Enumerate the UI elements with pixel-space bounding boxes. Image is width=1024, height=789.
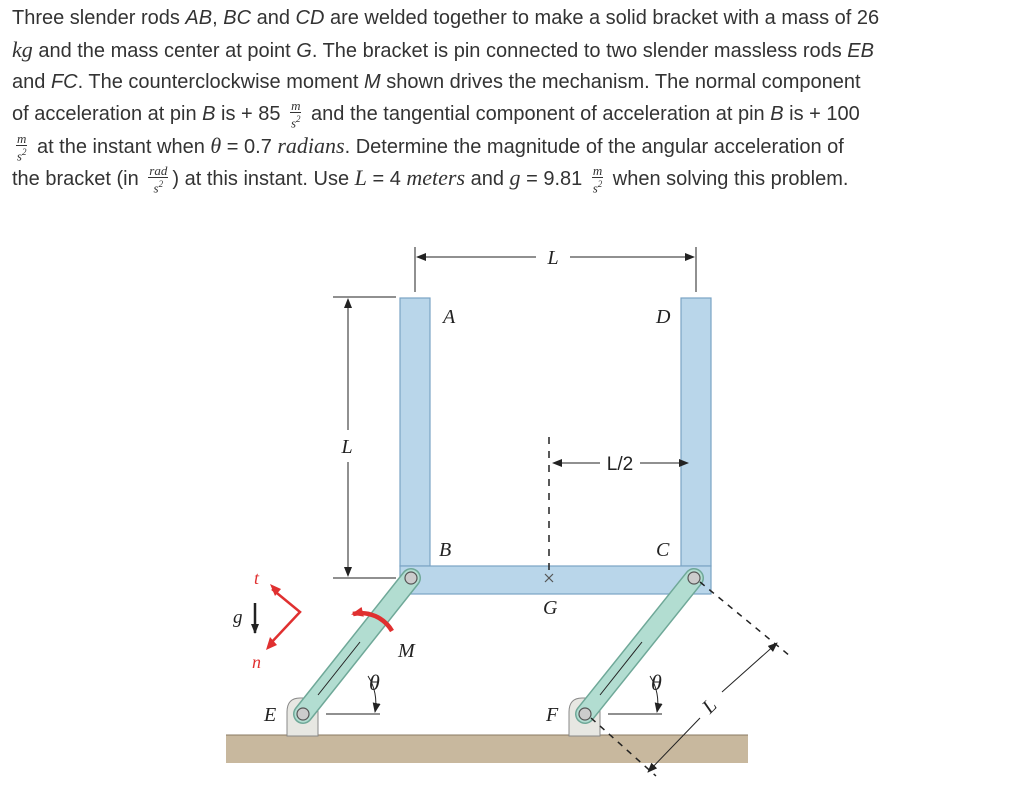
label-b: B bbox=[439, 539, 451, 561]
n-arrowhead bbox=[266, 637, 277, 650]
label-theta-left: θ bbox=[369, 670, 380, 695]
label-a: A bbox=[441, 306, 456, 328]
fraction-numerator: rad bbox=[148, 163, 169, 179]
text: at the instant when bbox=[31, 136, 211, 158]
problem-statement: Three slender rods AB, BC and CD are wel… bbox=[12, 2, 1012, 195]
link-centerline-right bbox=[599, 641, 643, 696]
label-l-diag: L bbox=[697, 695, 721, 719]
text: = 4 bbox=[366, 168, 407, 190]
label-c: C bbox=[656, 539, 670, 561]
text: is + 85 bbox=[215, 103, 287, 125]
text: = 9.81 bbox=[520, 168, 588, 190]
text: of acceleration at pin bbox=[12, 103, 203, 125]
fraction-numerator: m bbox=[290, 98, 302, 114]
text: and bbox=[251, 7, 296, 29]
rod-bc-label: BC bbox=[223, 7, 252, 29]
label-l-half: L/2 bbox=[607, 454, 633, 475]
link-centerline-left bbox=[317, 641, 361, 696]
label-g-gravity: g bbox=[233, 607, 243, 628]
text: and the tangential component of accelera… bbox=[305, 103, 771, 125]
symbol-g: g bbox=[509, 165, 521, 190]
pin-b bbox=[404, 571, 418, 585]
pin-b-label: B bbox=[202, 103, 216, 125]
fraction-denominator: s2 bbox=[153, 179, 164, 196]
diag-dim-line-up bbox=[721, 642, 778, 693]
theta-arc-right bbox=[649, 675, 663, 713]
problem-line-1: Three slender rods AB, BC and CD are wel… bbox=[12, 2, 1012, 34]
text: and the mass center at point bbox=[32, 40, 297, 62]
label-l-left: L bbox=[340, 436, 352, 458]
diag-dim-line-down bbox=[647, 717, 701, 773]
text: = 0.7 bbox=[221, 136, 278, 158]
label-d: D bbox=[655, 306, 671, 328]
text: . Determine the magnitude of the angular… bbox=[344, 136, 844, 158]
text: shown drives the mechanism. The normal c… bbox=[380, 71, 861, 93]
text: ) at this instant. Use bbox=[172, 168, 355, 190]
rod-fc-label: FC bbox=[50, 71, 78, 93]
rod-eb-label: EB bbox=[847, 40, 874, 62]
rod-ab-label: AB bbox=[185, 7, 213, 29]
text: and bbox=[465, 168, 510, 190]
label-m: M bbox=[397, 640, 416, 662]
fraction-denominator: s2 bbox=[290, 114, 301, 131]
unit-radians: radians bbox=[277, 133, 345, 158]
fraction-denominator: s2 bbox=[16, 147, 27, 164]
label-theta-right: θ bbox=[651, 670, 662, 695]
fraction-numerator: m bbox=[591, 163, 604, 179]
t-arrowhead bbox=[270, 584, 281, 596]
text: . The counterclockwise moment bbox=[77, 71, 365, 93]
rod-ab bbox=[399, 297, 431, 567]
unit-meters: meters bbox=[406, 165, 466, 190]
text: is + 100 bbox=[783, 103, 860, 125]
problem-line-3: and FC. The counterclockwise moment M sh… bbox=[12, 66, 1012, 98]
text: , bbox=[212, 7, 224, 29]
text: the bracket (in bbox=[12, 168, 145, 190]
text: are welded together to make a solid brac… bbox=[324, 7, 880, 29]
point-g-label: G bbox=[296, 40, 312, 62]
pin-b-label: B bbox=[770, 103, 784, 125]
label-g: G bbox=[543, 597, 558, 619]
label-f: F bbox=[545, 704, 559, 726]
label-e: E bbox=[263, 704, 276, 726]
moment-arrow bbox=[351, 606, 394, 633]
rod-cd-label: CD bbox=[295, 7, 325, 29]
pin-c bbox=[687, 571, 701, 585]
pin-e bbox=[296, 707, 310, 721]
label-t: t bbox=[254, 568, 260, 588]
symbol-l: L bbox=[354, 165, 367, 190]
diag-ext-top bbox=[699, 581, 791, 657]
theta-symbol: θ bbox=[210, 133, 222, 158]
mass-center-marker bbox=[544, 573, 554, 583]
tn-axes bbox=[269, 588, 302, 645]
rod-cd bbox=[680, 297, 712, 567]
rod-bc bbox=[399, 565, 712, 595]
problem-line-2: kg and the mass center at point G. The b… bbox=[12, 34, 1012, 66]
moment-m-label: M bbox=[364, 71, 381, 93]
label-l-top: L bbox=[546, 247, 558, 269]
text: and bbox=[12, 71, 51, 93]
text: when solving this problem. bbox=[607, 168, 849, 190]
fraction-numerator: m bbox=[16, 131, 28, 147]
label-n: n bbox=[252, 652, 261, 672]
fraction-denominator: s2 bbox=[592, 179, 603, 196]
pin-f bbox=[578, 707, 592, 721]
text: . The bracket is pin connected to two sl… bbox=[311, 40, 848, 62]
unit-kg: kg bbox=[12, 37, 33, 62]
theta-arc-left bbox=[367, 675, 381, 713]
text: Three slender rods bbox=[12, 7, 186, 29]
diag-ext-bottom bbox=[590, 717, 657, 777]
